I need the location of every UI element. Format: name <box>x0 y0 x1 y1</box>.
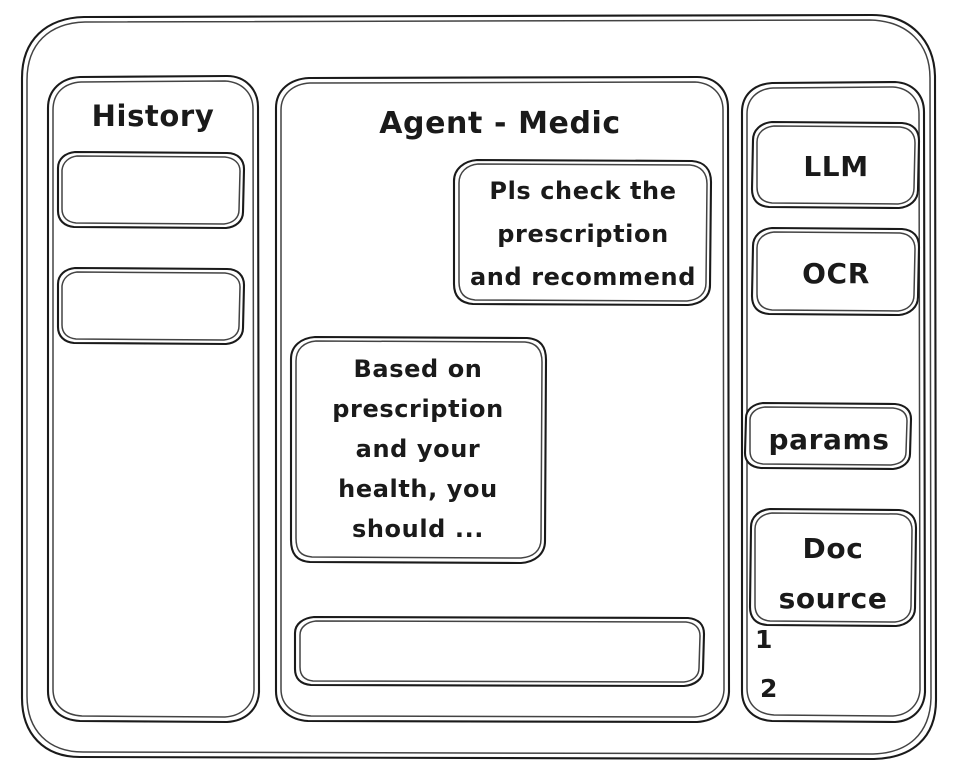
tool-params-label: params <box>768 423 889 456</box>
assistant-message-line-1: Based on <box>354 355 483 383</box>
history-panel <box>46 74 261 724</box>
agent-title: Agent - Medic <box>379 106 621 141</box>
message-bubble-assistant: Based on prescription and your health, y… <box>289 335 548 565</box>
tool-doc-source-line-1: Doc <box>803 532 864 565</box>
message-bubble-user: Pls check the prescription and recommend <box>452 158 713 307</box>
doc-source-reference-1[interactable]: 1 <box>755 625 773 654</box>
user-message-line-3: and recommend <box>470 263 696 291</box>
history-item-2[interactable] <box>56 266 246 346</box>
history-heading: History <box>92 99 215 133</box>
assistant-message-line-5: should ... <box>352 515 484 543</box>
assistant-message-line-3: and your <box>356 435 481 463</box>
tools-panel <box>740 80 927 724</box>
tool-llm-label: LLM <box>803 150 868 183</box>
chat-panel <box>274 75 731 724</box>
window-frame <box>20 13 938 761</box>
tool-ocr-label: OCR <box>802 257 870 290</box>
tool-doc-source-line-2: source <box>779 582 888 615</box>
message-input[interactable] <box>293 615 706 688</box>
assistant-message-line-2: prescription <box>332 395 504 423</box>
assistant-message-line-4: health, you <box>338 475 498 503</box>
tool-llm[interactable]: LLM <box>750 120 921 210</box>
user-message-line-2: prescription <box>497 220 669 248</box>
user-message-line-1: Pls check the <box>489 177 676 205</box>
tool-ocr[interactable]: OCR <box>750 226 921 317</box>
tool-params[interactable]: params <box>743 401 913 471</box>
history-item-1[interactable] <box>56 150 246 230</box>
tool-doc-source[interactable]: Doc source <box>748 507 918 628</box>
doc-source-reference-2[interactable]: 2 <box>760 674 778 703</box>
